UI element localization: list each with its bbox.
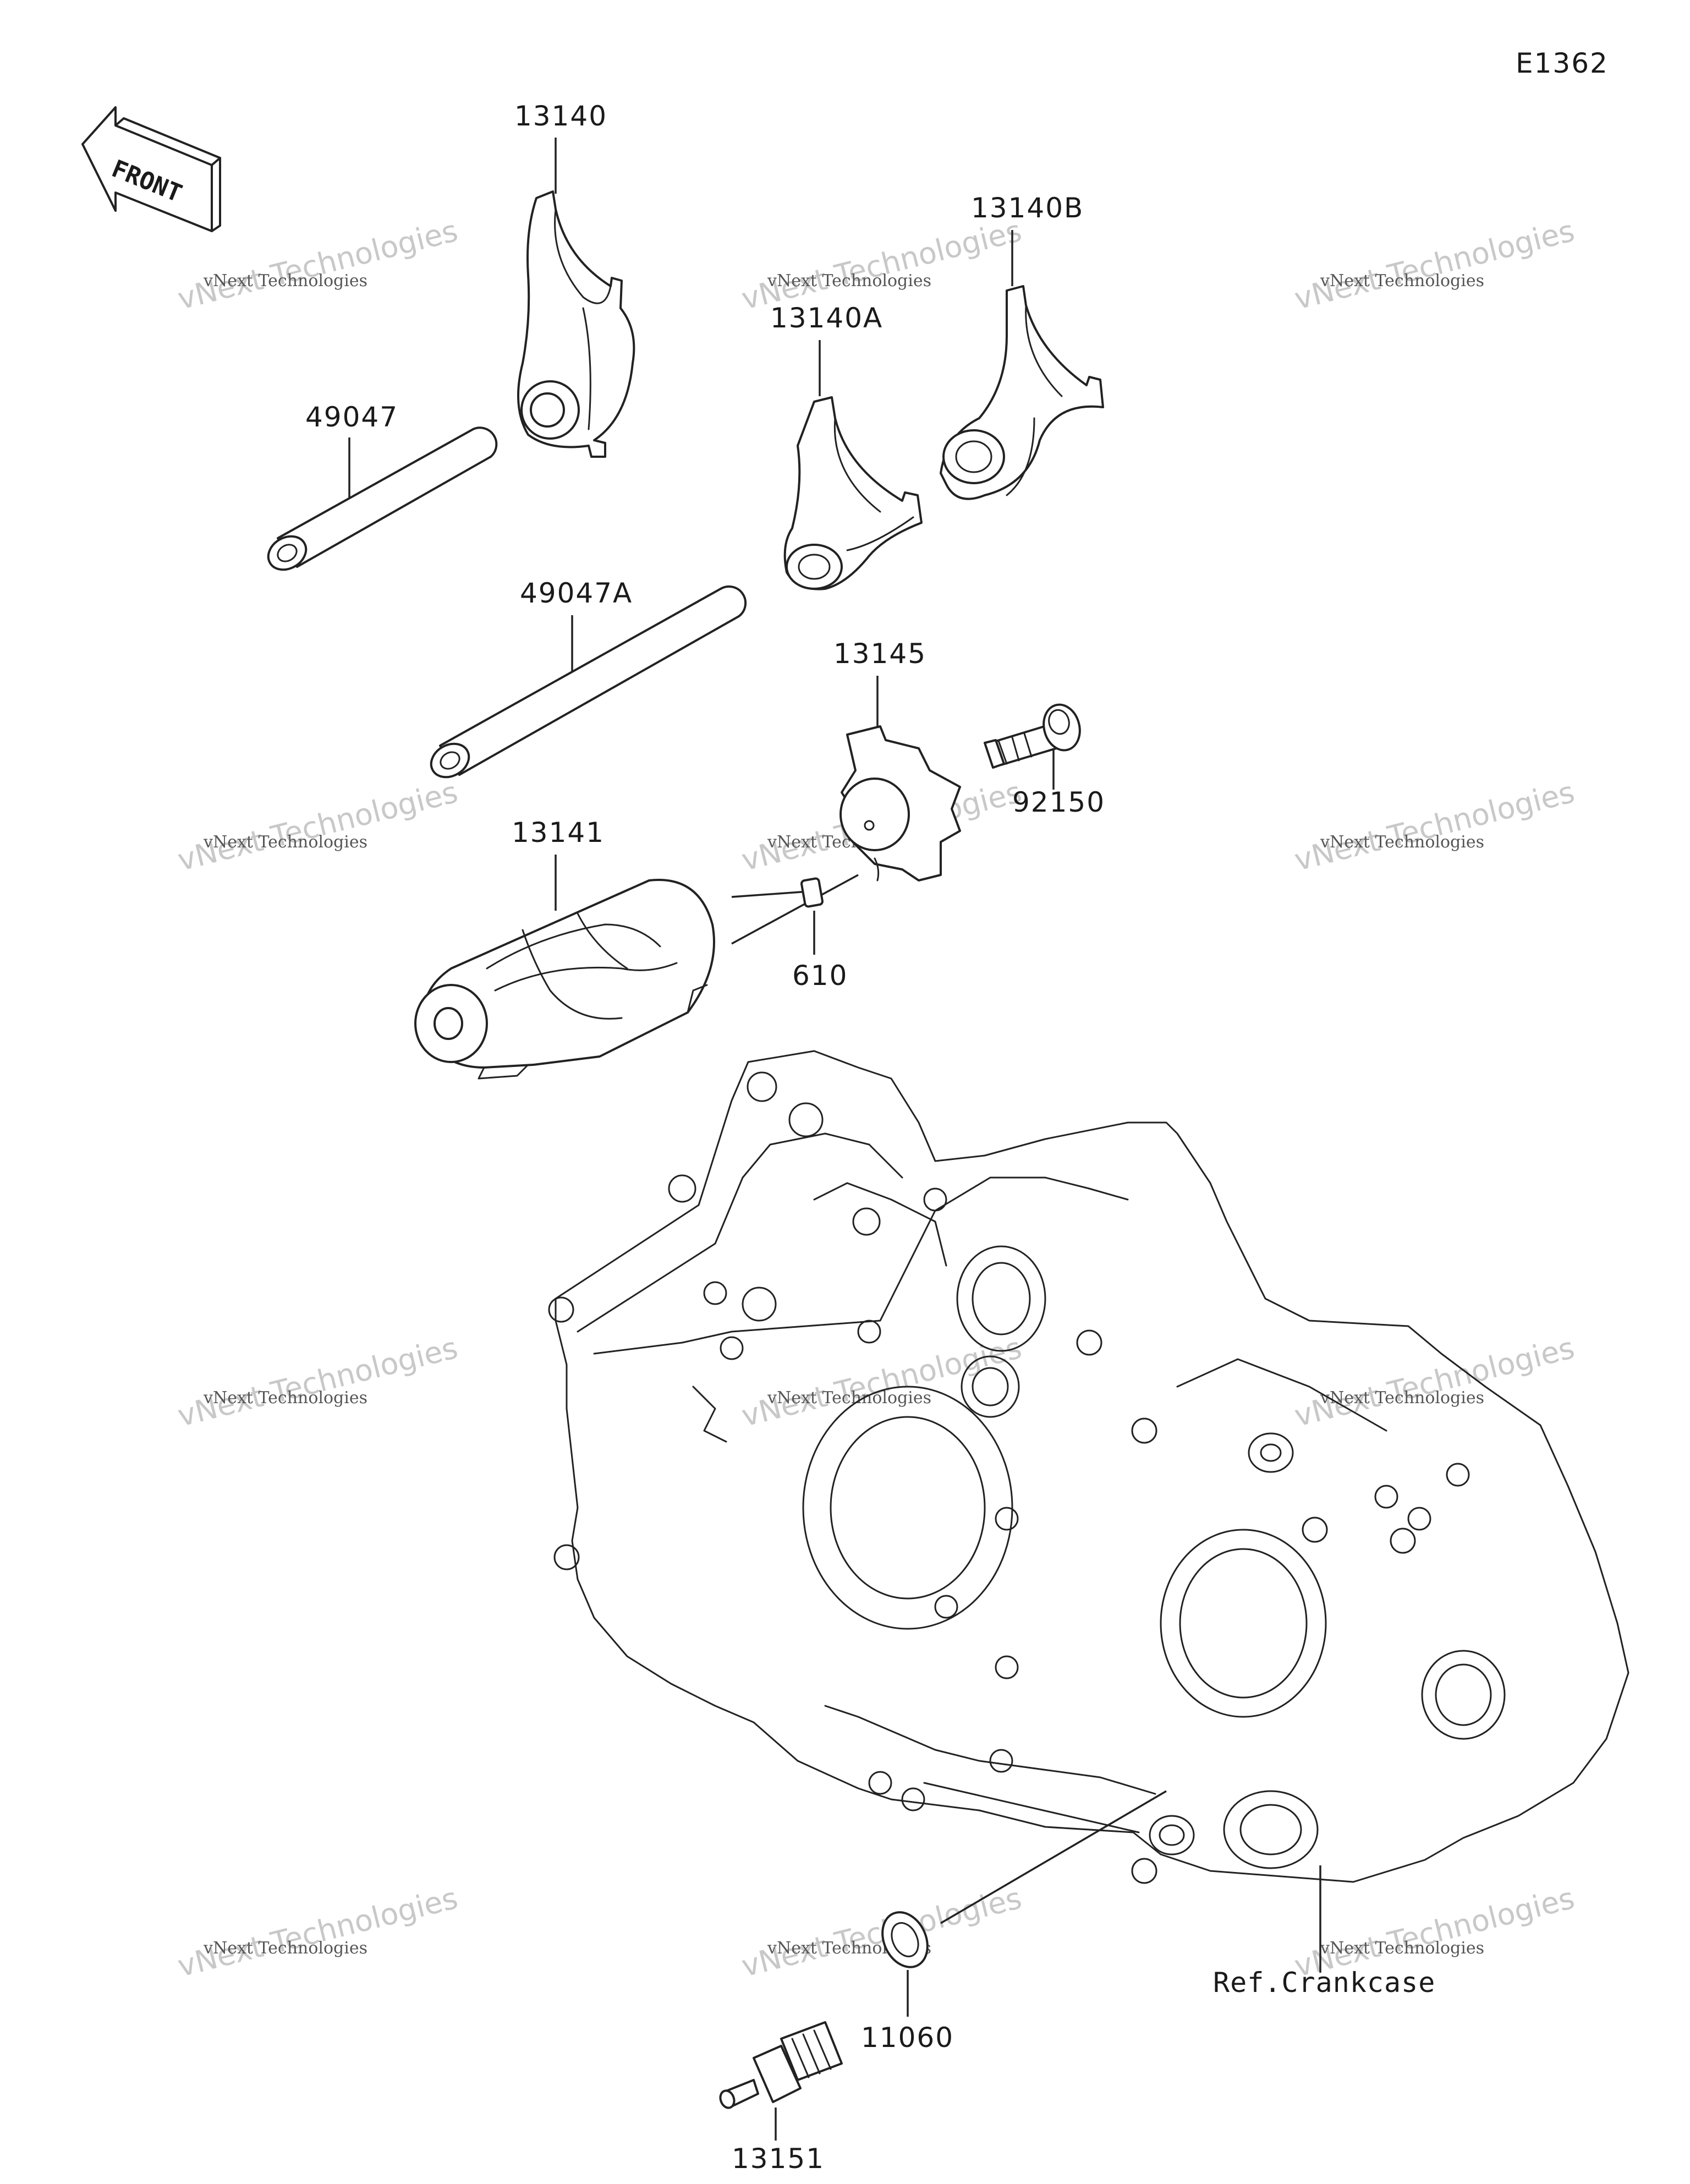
shift-rod-49047[interactable]: 49047: [262, 401, 498, 576]
shift-drum-13141[interactable]: 13141: [414, 817, 715, 1080]
svg-text:vNext Technologies: vNext Technologies: [1291, 775, 1578, 878]
shift-drum-cam-13145[interactable]: 13145: [833, 638, 961, 882]
part-label-11060: 11060: [861, 2022, 954, 2054]
svg-text:vNext Technologies: vNext Technologies: [1291, 214, 1578, 316]
shift-fork-13140[interactable]: 13140: [514, 100, 635, 458]
watermark: vNext Technologies vNext Technologies: [1291, 214, 1578, 316]
svg-text:vNext Technologies: vNext Technologies: [1320, 833, 1484, 852]
shift-fork-13140B[interactable]: 13140B: [940, 192, 1104, 500]
svg-text:vNext Technologies: vNext Technologies: [203, 1939, 367, 1958]
shift-rod-49047A[interactable]: 49047A: [425, 577, 747, 784]
part-label-13140B: 13140B: [971, 192, 1084, 224]
part-label-610: 610: [792, 960, 848, 992]
bolt-92150[interactable]: 92150: [984, 700, 1105, 818]
watermark: vNext Technologies vNext Technologies: [174, 1331, 462, 1433]
svg-text:vNext Technologies: vNext Technologies: [203, 271, 367, 291]
shift-fork-13140A[interactable]: 13140A: [770, 302, 923, 590]
part-label-13141: 13141: [512, 817, 605, 849]
svg-text:vNext Technologies: vNext Technologies: [174, 1331, 462, 1433]
svg-text:vNext Technologies: vNext Technologies: [203, 1388, 367, 1408]
svg-text:vNext Technologies: vNext Technologies: [1320, 271, 1484, 291]
front-arrow-icon: FRONT: [81, 106, 221, 232]
pin-610[interactable]: 610: [731, 874, 859, 992]
svg-text:vNext Technologies: vNext Technologies: [174, 775, 462, 878]
svg-text:vNext Technologies: vNext Technologies: [1320, 1939, 1484, 1958]
watermark: vNext Technologies vNext Technologies: [174, 1881, 462, 1984]
svg-text:vNext Technologies: vNext Technologies: [767, 1388, 931, 1408]
washer-11060[interactable]: 11060: [861, 1790, 1167, 2054]
svg-text:vNext Technologies: vNext Technologies: [1320, 1388, 1484, 1408]
watermark: vNext Technologies vNext Technologies: [1291, 1331, 1578, 1433]
neutral-switch-13151[interactable]: 13151: [718, 2021, 843, 2175]
watermark: vNext Technologies vNext Technologies: [174, 775, 462, 878]
part-label-92150: 92150: [1012, 786, 1105, 818]
svg-text:vNext Technologies: vNext Technologies: [174, 1881, 462, 1984]
part-label-49047A: 49047A: [520, 577, 633, 609]
part-label-13140A: 13140A: [770, 302, 883, 334]
part-label-13151: 13151: [732, 2143, 825, 2175]
watermark: vNext Technologies vNext Technologies: [1291, 775, 1578, 878]
svg-text:vNext Technologies: vNext Technologies: [203, 833, 367, 852]
part-label-49047: 49047: [305, 401, 398, 433]
reference-label: Ref.Crankcase: [1213, 1967, 1435, 1999]
part-label-13145: 13145: [833, 638, 926, 670]
svg-text:vNext Technologies: vNext Technologies: [738, 214, 1025, 316]
svg-text:vNext Technologies: vNext Technologies: [767, 271, 931, 291]
part-label-13140: 13140: [514, 100, 607, 132]
svg-text:vNext Technologies: vNext Technologies: [1291, 1331, 1578, 1433]
watermark: vNext Technologies vNext Technologies: [738, 214, 1025, 316]
crankcase-reference: [548, 1050, 1629, 1884]
diagram-code: E1362: [1516, 47, 1609, 79]
